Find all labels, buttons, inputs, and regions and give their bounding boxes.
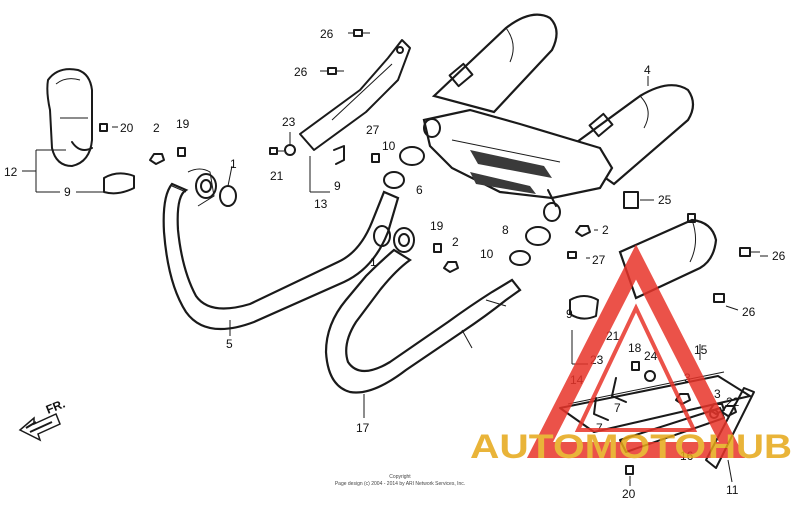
nut-icon[interactable] bbox=[149, 153, 165, 165]
copyright-title: Copyright bbox=[389, 474, 411, 480]
watermark-text-hub: HUB bbox=[708, 428, 792, 466]
bolt-icon[interactable] bbox=[177, 147, 186, 157]
nut-icon[interactable] bbox=[443, 261, 459, 273]
callout-21[interactable]: 21 bbox=[270, 169, 284, 183]
callout-25[interactable]: 25 bbox=[658, 193, 672, 207]
band-clamp-icon[interactable] bbox=[399, 146, 425, 166]
clip-icon[interactable] bbox=[333, 145, 345, 165]
gasket-front[interactable] bbox=[373, 225, 391, 247]
exhaust-pipe-front[interactable] bbox=[324, 248, 522, 394]
leader-lines bbox=[22, 32, 768, 486]
callout-26[interactable]: 26 bbox=[320, 27, 334, 41]
nut-icon[interactable] bbox=[675, 393, 691, 405]
bolt-icon[interactable] bbox=[269, 147, 284, 155]
callout-17[interactable]: 17 bbox=[356, 421, 370, 435]
callout-10[interactable]: 10 bbox=[382, 139, 396, 153]
callout-26[interactable]: 26 bbox=[772, 249, 786, 263]
callout-13[interactable]: 13 bbox=[314, 197, 328, 211]
callout-20[interactable]: 20 bbox=[622, 487, 636, 501]
callout-24[interactable]: 24 bbox=[644, 349, 658, 363]
callout-3[interactable]: 3 bbox=[714, 387, 721, 401]
exhaust-flange-rear[interactable] bbox=[195, 173, 217, 199]
bolt-icon[interactable] bbox=[631, 361, 640, 371]
copyright-notice: Page design (c) 2004 - 2014 by ARI Netwo… bbox=[335, 481, 465, 487]
bolt-icon[interactable] bbox=[99, 123, 108, 132]
callout-23[interactable]: 23 bbox=[282, 115, 296, 129]
exhaust-pipe-rear[interactable] bbox=[162, 168, 400, 331]
gasket-icon[interactable] bbox=[509, 250, 531, 266]
washer-icon[interactable] bbox=[284, 144, 296, 156]
front-direction-arrow-icon: FR. bbox=[18, 397, 67, 442]
callout-21[interactable]: 21 bbox=[606, 329, 620, 343]
clip-nut-icon[interactable] bbox=[623, 191, 639, 209]
callout-11[interactable]: 11 bbox=[726, 483, 739, 497]
callout-15[interactable]: 15 bbox=[694, 343, 708, 357]
callout-19[interactable]: 19 bbox=[176, 117, 190, 131]
watermark-triangle-icon bbox=[526, 244, 746, 458]
muffler-upper[interactable] bbox=[431, 13, 558, 114]
band-clamp-icon[interactable] bbox=[383, 171, 405, 189]
bolt-icon[interactable] bbox=[371, 153, 380, 163]
stay-rod-icon[interactable] bbox=[611, 377, 627, 403]
callout-18[interactable]: 18 bbox=[628, 341, 642, 355]
callout-7[interactable]: 7 bbox=[614, 401, 621, 415]
band-clamp-icon[interactable] bbox=[525, 226, 551, 246]
front-direction-label: FR. bbox=[44, 397, 67, 417]
callout-8[interactable]: 8 bbox=[502, 223, 509, 237]
bolt-icon[interactable] bbox=[353, 29, 370, 37]
callout-27[interactable]: 27 bbox=[592, 253, 606, 267]
callout-5[interactable]: 5 bbox=[226, 337, 233, 351]
callout-26[interactable]: 26 bbox=[294, 65, 308, 79]
muffler-hanger-bracket[interactable] bbox=[299, 39, 411, 151]
bolt-icon[interactable] bbox=[433, 243, 442, 253]
exhaust-flange-front[interactable] bbox=[393, 227, 415, 253]
band-clamp-icon[interactable] bbox=[569, 295, 599, 320]
callout-1[interactable]: 1 bbox=[230, 157, 237, 171]
callout-19[interactable]: 19 bbox=[430, 219, 444, 233]
callout-9[interactable]: 9 bbox=[566, 307, 573, 321]
gasket-rear[interactable] bbox=[219, 185, 237, 207]
stay-rod-icon[interactable] bbox=[593, 397, 609, 421]
nut-icon[interactable] bbox=[721, 405, 737, 417]
callout-10[interactable]: 10 bbox=[480, 247, 494, 261]
bolt-icon[interactable] bbox=[327, 67, 344, 75]
callout-4[interactable]: 4 bbox=[644, 63, 651, 77]
watermark-text-automoto: AUTOMOTO bbox=[470, 428, 706, 466]
callout-9[interactable]: 9 bbox=[64, 185, 71, 199]
washer-icon[interactable] bbox=[644, 370, 656, 382]
callout-2[interactable]: 2 bbox=[452, 235, 459, 249]
watermark-logo: AUTOMOTO HUB bbox=[470, 244, 792, 466]
bolt-icon[interactable] bbox=[687, 213, 696, 223]
bolt-icon[interactable] bbox=[713, 293, 725, 303]
bolt-icon[interactable] bbox=[567, 251, 577, 259]
band-clamp-left[interactable] bbox=[103, 172, 135, 195]
heat-shield-left[interactable] bbox=[46, 68, 93, 167]
muffler-stay-plate[interactable] bbox=[705, 387, 755, 469]
nut-icon[interactable] bbox=[575, 225, 591, 237]
callout-1[interactable]: 1 bbox=[370, 255, 377, 269]
callout-6[interactable]: 6 bbox=[416, 183, 423, 197]
bolt-icon[interactable] bbox=[625, 465, 634, 475]
callout-20[interactable]: 20 bbox=[120, 121, 134, 135]
bolt-icon[interactable] bbox=[739, 247, 760, 257]
callout-12[interactable]: 12 bbox=[4, 165, 18, 179]
exhaust-chamber[interactable] bbox=[422, 108, 614, 222]
callout-9[interactable]: 9 bbox=[334, 179, 341, 193]
callout-26[interactable]: 26 bbox=[742, 305, 756, 319]
callout-2[interactable]: 2 bbox=[602, 223, 609, 237]
callout-22[interactable]: 22 bbox=[726, 395, 740, 409]
callout-27[interactable]: 27 bbox=[366, 123, 380, 137]
callout-2[interactable]: 2 bbox=[153, 121, 160, 135]
